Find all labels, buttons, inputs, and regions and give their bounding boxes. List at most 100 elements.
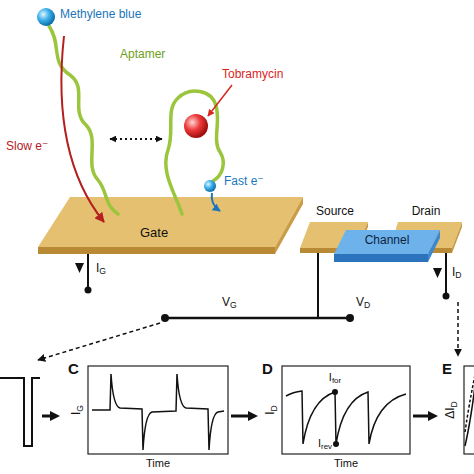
axis-label: Time: [146, 457, 170, 470]
panel-letter-holder: C: [68, 360, 79, 377]
axis-label: IG: [70, 405, 85, 415]
subscript: G: [99, 266, 106, 276]
subscript: D: [455, 270, 461, 280]
subscript: rev: [321, 442, 332, 451]
electrode-face: [38, 247, 275, 254]
axis-label-holder: ID: [264, 405, 279, 415]
dashed-pointer: [457, 302, 459, 356]
aptamer-strand: [166, 91, 223, 214]
electrode-face: [334, 254, 428, 262]
dashed-pointer: [38, 323, 160, 360]
square-wave: [0, 378, 40, 446]
panel-letter: E: [442, 360, 452, 377]
terminal-dot: [443, 293, 450, 300]
electron-label: Fast e⁻: [224, 175, 264, 189]
terminal-dot: [85, 287, 92, 294]
sample-point: [333, 441, 339, 447]
channel-bar: Channel: [332, 228, 442, 264]
electrode-label-holder: Gate: [140, 226, 168, 241]
methylene-blue-bead: [204, 180, 216, 192]
signal-label: ID: [452, 266, 462, 281]
electrode-label: Source: [316, 205, 354, 219]
plot-panel: E ΔID: [438, 360, 474, 472]
terminal-dot: [161, 314, 169, 322]
electrode-face: [334, 230, 440, 254]
axis-label-holder: IG: [70, 405, 85, 415]
fast-electron-arrow: [212, 193, 220, 211]
signal-label: IG: [96, 262, 106, 277]
subscript: D: [364, 300, 370, 310]
molecule-label-holder: Aptamer: [120, 48, 165, 62]
axis-label-holder: Time: [146, 457, 170, 470]
electron-label: Slow e⁻: [6, 140, 48, 154]
response-curve: [465, 370, 474, 432]
binding-switch-arrow: [110, 138, 162, 140]
electron-label-holder: Slow e⁻: [6, 140, 48, 154]
molecule-label: Tobramycin: [222, 68, 283, 82]
gate-electrode: Gate: [38, 195, 305, 257]
plot-frame: [464, 366, 474, 454]
drain-lead: [445, 250, 447, 296]
signal-label: VD: [356, 296, 370, 311]
response-curve: [465, 378, 474, 446]
subscript: G: [75, 405, 85, 412]
channel-label: Channel: [365, 234, 410, 248]
axis-label: ΔID: [444, 401, 459, 419]
aptamer-strand: [49, 26, 118, 214]
flow-arrow: [42, 415, 51, 418]
electrode-face: [452, 222, 462, 253]
electrode-label: Drain: [412, 205, 441, 219]
subscript: D: [449, 401, 459, 407]
axis-label: ID: [264, 405, 279, 415]
subscript: for: [332, 376, 341, 385]
channel-label-holder: Channel: [365, 234, 410, 248]
signal-label-holder: ID: [452, 266, 462, 281]
slow-electron-arrow: [61, 36, 104, 222]
electrode-face: [38, 197, 303, 247]
electron-label-holder: Fast e⁻: [224, 175, 264, 189]
axis-label-holder: Time: [334, 457, 358, 470]
panel-letter: C: [68, 360, 79, 377]
signal-label-holder: VG: [222, 296, 237, 311]
electrode-face: [275, 197, 303, 254]
plot-frame: [282, 366, 410, 454]
panel-letter-holder: E: [442, 360, 452, 377]
gate-current-trace: [92, 374, 224, 450]
electrode-label-holder: Source: [316, 205, 354, 219]
signal-label-holder: VD: [356, 296, 370, 311]
drain-current-trace: [286, 391, 406, 444]
current-probe-symbol: [433, 268, 442, 278]
panel-letter: D: [262, 360, 273, 377]
methylene-blue-bead: [37, 8, 55, 26]
current-probe-symbol: [75, 263, 84, 273]
terminal-dot: [346, 314, 354, 322]
sample-point: [332, 389, 338, 395]
electrode-label: Gate: [140, 226, 168, 241]
electrode-face: [428, 230, 440, 262]
point-label-holder: Irev: [318, 437, 332, 451]
leader-line: [208, 85, 232, 116]
molecule-label-holder: Tobramycin: [222, 68, 283, 82]
molecule-label-holder: Methylene blue: [60, 8, 141, 22]
molecule-label: Methylene blue: [60, 8, 141, 22]
flow-arrow: [413, 415, 429, 418]
subscript: G: [230, 300, 237, 310]
signal-label: VG: [222, 296, 237, 311]
plot-panel: DIDTimeIforIrev: [258, 360, 410, 472]
point-label: Irev: [318, 437, 332, 451]
signal-label-holder: IG: [96, 262, 106, 277]
molecule-label: Aptamer: [120, 48, 165, 62]
axis-label-holder: ΔID: [444, 401, 459, 419]
panel-letter-holder: D: [262, 360, 273, 377]
plot-frame: [88, 366, 228, 454]
subscript: D: [269, 405, 279, 411]
flow-arrow: [231, 415, 249, 418]
voltage-wire: [165, 317, 350, 320]
point-label-holder: Ifor: [329, 371, 341, 385]
node-outline: [38, 195, 305, 257]
point-label: Ifor: [329, 371, 341, 385]
axis-label: Time: [334, 457, 358, 470]
gate-lead: [87, 250, 89, 290]
source-lead: [317, 250, 319, 318]
